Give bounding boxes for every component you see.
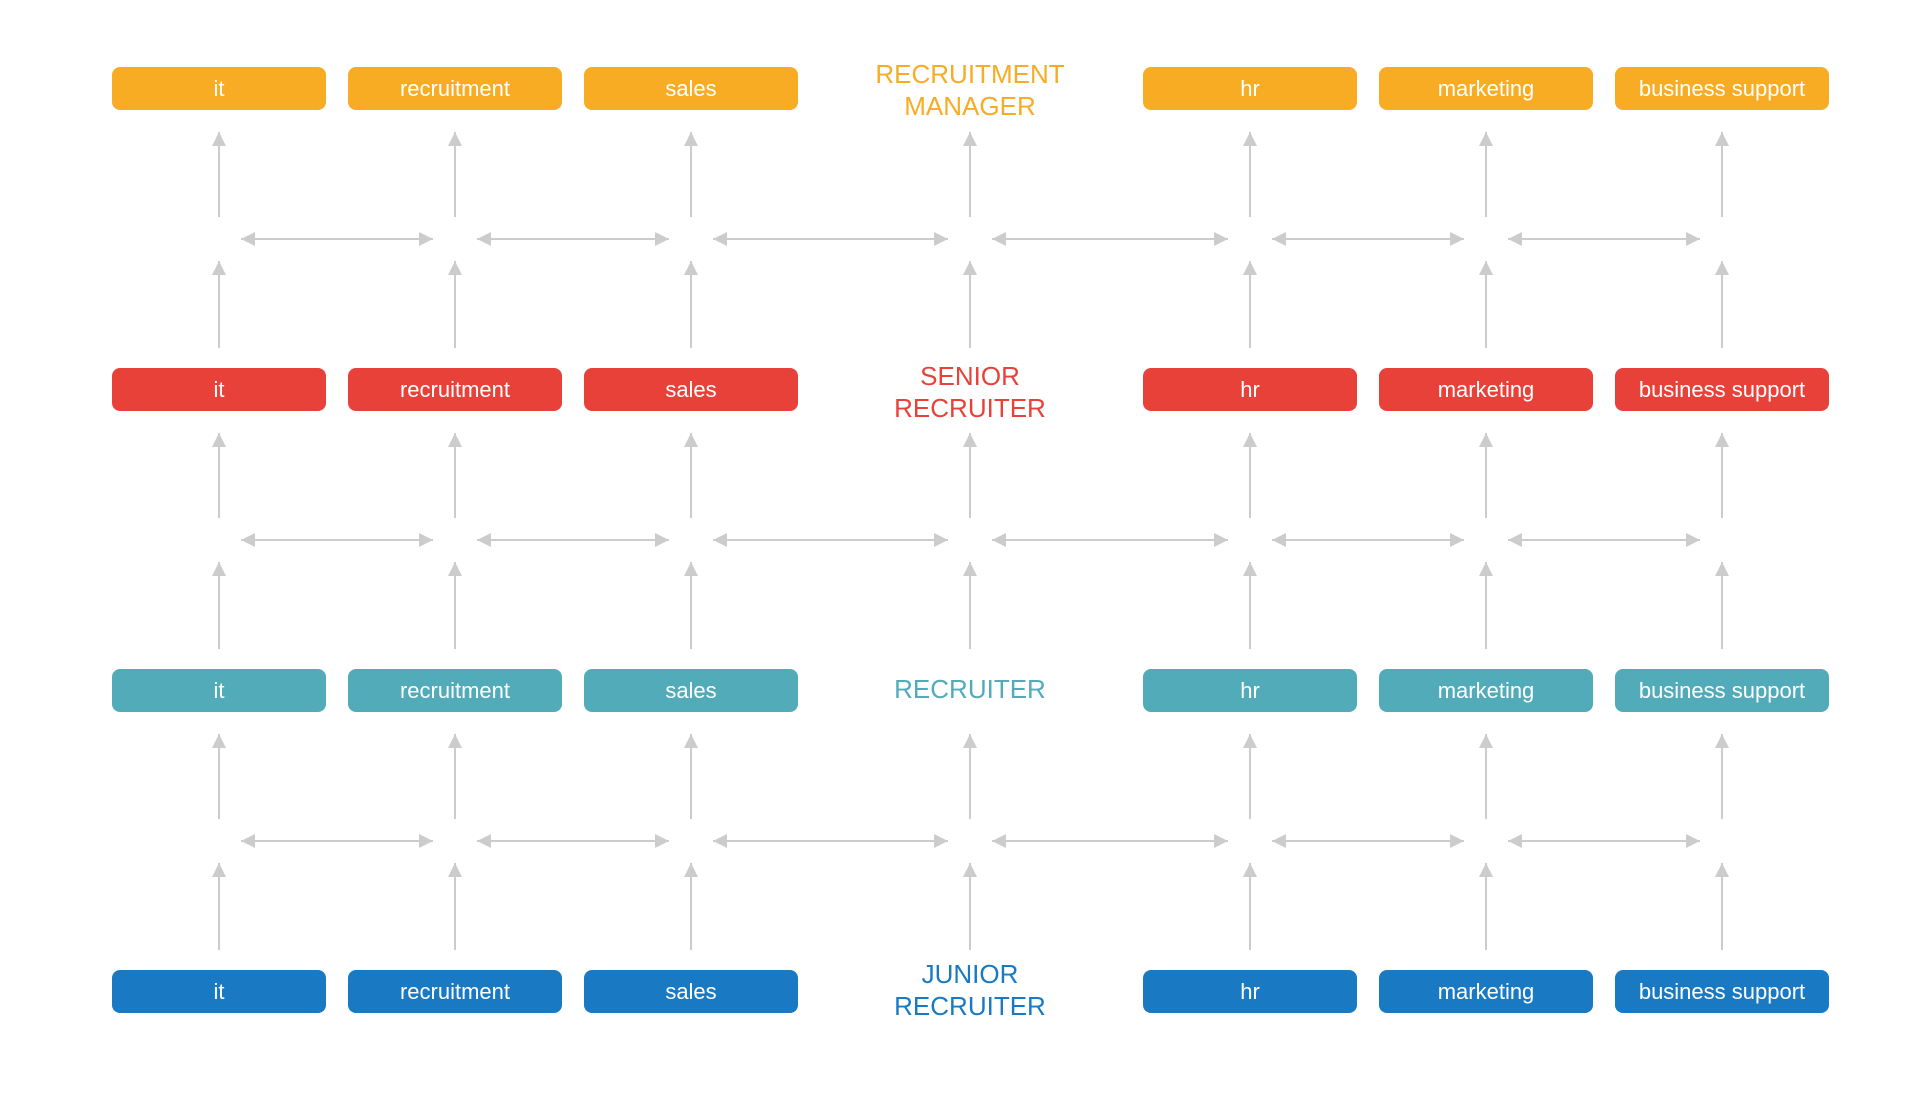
junior-recruiter-recruitment-box[interactable]: recruitment — [348, 970, 562, 1013]
senior-recruiter-sales-box[interactable]: sales — [584, 368, 798, 411]
senior-recruiter-hr-box[interactable]: hr — [1143, 368, 1357, 411]
senior-recruiter-title-line: RECRUITER — [894, 393, 1046, 423]
junior-recruiter-it-box[interactable]: it — [112, 970, 326, 1013]
recruiter-sales-box[interactable]: sales — [584, 669, 798, 712]
recruiter-hr-box[interactable]: hr — [1143, 669, 1357, 712]
recruitment-manager-title-line: RECRUITMENT — [875, 59, 1065, 89]
senior-recruiter-business-support-box[interactable]: business support — [1615, 368, 1829, 411]
junior-recruiter-sales-box[interactable]: sales — [584, 970, 798, 1013]
recruitment-manager-marketing-box[interactable]: marketing — [1379, 67, 1593, 110]
senior-recruiter-it-box[interactable]: it — [112, 368, 326, 411]
recruiter-title-line: RECRUITER — [894, 674, 1046, 704]
recruitment-manager-business-support-box[interactable]: business support — [1615, 67, 1829, 110]
recruitment-manager-hr-box[interactable]: hr — [1143, 67, 1357, 110]
junior-recruiter-title-line: RECRUITER — [894, 991, 1046, 1021]
recruiter-recruitment-box[interactable]: recruitment — [348, 669, 562, 712]
recruiter-it-box[interactable]: it — [112, 669, 326, 712]
recruitment-manager-title-line: MANAGER — [904, 91, 1036, 121]
junior-recruiter-marketing-box[interactable]: marketing — [1379, 970, 1593, 1013]
senior-recruiter-title-line: SENIOR — [920, 361, 1020, 391]
recruitment-manager-recruitment-box[interactable]: recruitment — [348, 67, 562, 110]
recruiter-level-title: RECRUITER — [860, 673, 1080, 705]
recruitment-manager-it-box[interactable]: it — [112, 67, 326, 110]
senior-recruiter-recruitment-box[interactable]: recruitment — [348, 368, 562, 411]
recruiter-business-support-box[interactable]: business support — [1615, 669, 1829, 712]
junior-recruiter-hr-box[interactable]: hr — [1143, 970, 1357, 1013]
recruitment-manager-sales-box[interactable]: sales — [584, 67, 798, 110]
junior-recruiter-business-support-box[interactable]: business support — [1615, 970, 1829, 1013]
senior-recruiter-marketing-box[interactable]: marketing — [1379, 368, 1593, 411]
junior-recruiter-title-line: JUNIOR — [921, 959, 1019, 989]
recruiter-marketing-box[interactable]: marketing — [1379, 669, 1593, 712]
